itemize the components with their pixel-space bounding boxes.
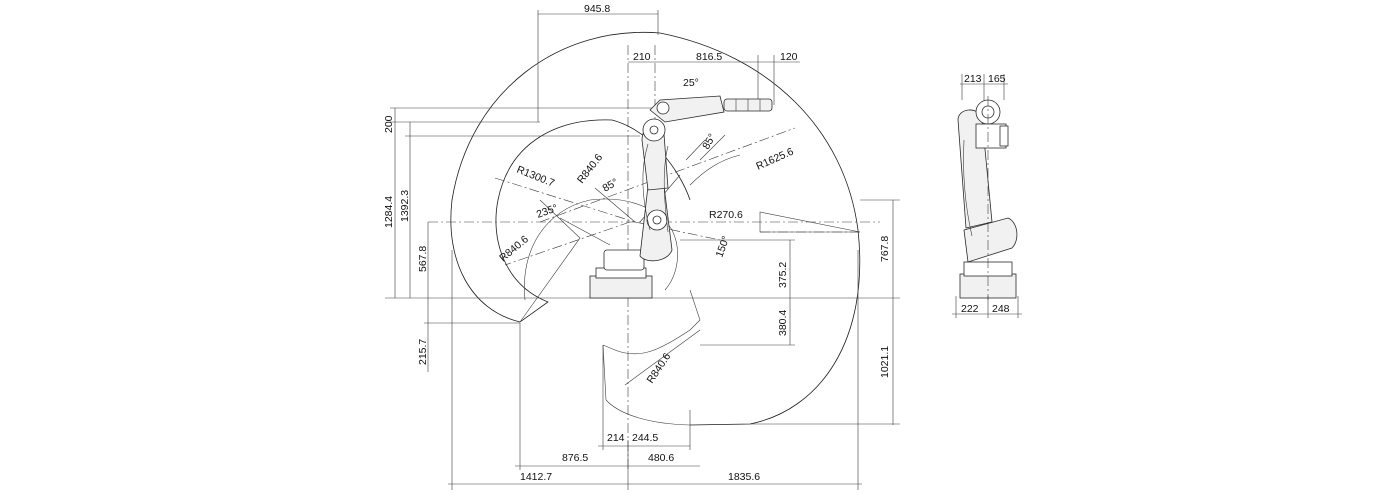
dim-215-7: 215.7: [417, 339, 429, 365]
side-dim-165: 165: [988, 73, 1006, 85]
dim-1021-1: 1021.1: [879, 346, 891, 378]
dim-210: 210: [633, 51, 651, 63]
angle-235: 235°: [535, 202, 560, 221]
dim-816-5: 816.5: [696, 51, 722, 63]
robot-front-view: [589, 95, 773, 299]
dim-1835-6: 1835.6: [728, 471, 760, 483]
dim-767-8: 767.8: [879, 236, 891, 262]
dim-375-2: 375.2: [777, 262, 789, 288]
dim-200: 200: [383, 115, 395, 133]
angle-85-mid: 85°: [601, 176, 621, 194]
dim-1284-4: 1284.4: [383, 196, 395, 228]
dim-1392-3: 1392.3: [399, 190, 411, 222]
radius-840-6-left: R840.6: [497, 233, 531, 264]
radius-1625-6: R1625.6: [754, 146, 795, 173]
side-dim-248: 248: [992, 303, 1010, 315]
dim-120: 120: [780, 51, 798, 63]
radius-840-6-lower: R840.6: [645, 351, 674, 386]
dim-945-8: 945.8: [584, 3, 610, 15]
work-envelope: [450, 31, 861, 426]
side-dim-222: 222: [961, 303, 979, 315]
angle-150: 150°: [714, 235, 733, 260]
radius-1300-7: R1300.7: [515, 164, 556, 190]
radius-270-6: R270.6: [709, 209, 743, 221]
dim-876-5: 876.5: [562, 452, 588, 464]
radius-840-6-upper: R840.6: [575, 152, 605, 186]
dimension-lines: [390, 10, 900, 490]
dim-380-4: 380.4: [777, 310, 789, 336]
robot-side-view: [952, 74, 1022, 318]
side-dim-213: 213: [964, 73, 982, 85]
dim-214: 214: [607, 432, 625, 444]
dim-244-5: 244.5: [632, 432, 658, 444]
wrist-angle-25: 25°: [683, 77, 699, 89]
dim-480-6: 480.6: [648, 452, 674, 464]
dim-567-8: 567.8: [417, 246, 429, 272]
angle-85-upper: 85°: [700, 132, 718, 152]
dim-1412-7: 1412.7: [520, 471, 552, 483]
